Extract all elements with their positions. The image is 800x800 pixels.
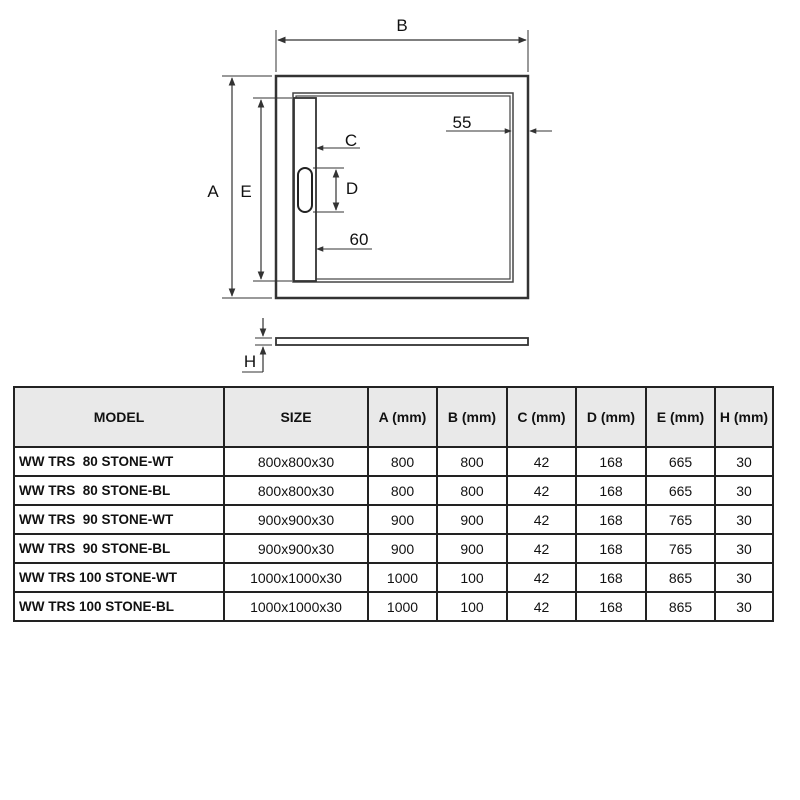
- dimension-label-d: D: [346, 179, 358, 198]
- dimension-label-h: H: [244, 352, 256, 371]
- table-cell: 765: [645, 504, 716, 535]
- table-cell: 865: [645, 562, 716, 593]
- column-header: MODEL: [13, 386, 225, 448]
- table-cell: 42: [506, 446, 577, 477]
- table-cell: 30: [714, 562, 774, 593]
- tray-outer-outline: [274, 74, 530, 300]
- table-cell: 765: [645, 533, 716, 564]
- dimension-label-a: A: [207, 182, 219, 201]
- table-cell: 900x900x30: [223, 504, 369, 535]
- table-cell: 30: [714, 533, 774, 564]
- table-cell: 1000: [367, 562, 438, 593]
- model-cell: WW TRS 90 STONE-BL: [13, 533, 225, 564]
- table-cell: 30: [714, 504, 774, 535]
- dimension-label-e: E: [240, 182, 251, 201]
- table-cell: 168: [575, 591, 647, 622]
- table-cell: 865: [645, 591, 716, 622]
- model-cell: WW TRS 90 STONE-WT: [13, 504, 225, 535]
- table-cell: 42: [506, 591, 577, 622]
- table-cell: 800: [436, 475, 508, 506]
- tray-inner-outline: [292, 92, 514, 283]
- table-cell: 800: [367, 446, 438, 477]
- table-cell: 900: [367, 533, 438, 564]
- table-cell: 168: [575, 533, 647, 564]
- dimension-label-c: C: [345, 131, 357, 150]
- drain-slot: [297, 167, 313, 213]
- model-cell: WW TRS 100 STONE-WT: [13, 562, 225, 593]
- column-header: E (mm): [645, 386, 716, 448]
- model-cell: WW TRS 100 STONE-BL: [13, 591, 225, 622]
- dimension-label-b: B: [396, 16, 407, 35]
- column-header: C (mm): [506, 386, 577, 448]
- table-cell: 168: [575, 504, 647, 535]
- table-cell: 30: [714, 446, 774, 477]
- model-cell: WW TRS 80 STONE-WT: [13, 446, 225, 477]
- table-cell: 1000x1000x30: [223, 562, 369, 593]
- table-cell: 42: [506, 504, 577, 535]
- dimension-label-60: 60: [350, 230, 369, 249]
- table-cell: 100: [436, 562, 508, 593]
- column-header: SIZE: [223, 386, 369, 448]
- column-header: A (mm): [367, 386, 438, 448]
- model-cell: WW TRS 80 STONE-BL: [13, 475, 225, 506]
- table-cell: 100: [436, 591, 508, 622]
- table-cell: 30: [714, 475, 774, 506]
- column-header: B (mm): [436, 386, 508, 448]
- table-cell: 1000x1000x30: [223, 591, 369, 622]
- table-cell: 1000: [367, 591, 438, 622]
- table-cell: 42: [506, 562, 577, 593]
- table-cell: 168: [575, 475, 647, 506]
- table-cell: 800: [436, 446, 508, 477]
- table-cell: 800x800x30: [223, 446, 369, 477]
- dimension-label-55: 55: [453, 113, 472, 132]
- table-cell: 665: [645, 475, 716, 506]
- table-cell: 800x800x30: [223, 475, 369, 506]
- column-header: H (mm): [714, 386, 774, 448]
- table-cell: 30: [714, 591, 774, 622]
- table-cell: 900x900x30: [223, 533, 369, 564]
- shower-tray-dimension-drawing: B A E C D 60 55 H: [207, 16, 552, 373]
- table-cell: 42: [506, 475, 577, 506]
- tray-inner-outline-2: [295, 95, 511, 280]
- table-cell: 900: [436, 504, 508, 535]
- table-cell: 168: [575, 562, 647, 593]
- table-cell: 665: [645, 446, 716, 477]
- table-cell: 42: [506, 533, 577, 564]
- tray-side-profile: [275, 337, 529, 346]
- table-cell: 900: [367, 504, 438, 535]
- column-header: D (mm): [575, 386, 647, 448]
- table-cell: 900: [436, 533, 508, 564]
- table-cell: 168: [575, 446, 647, 477]
- table-cell: 800: [367, 475, 438, 506]
